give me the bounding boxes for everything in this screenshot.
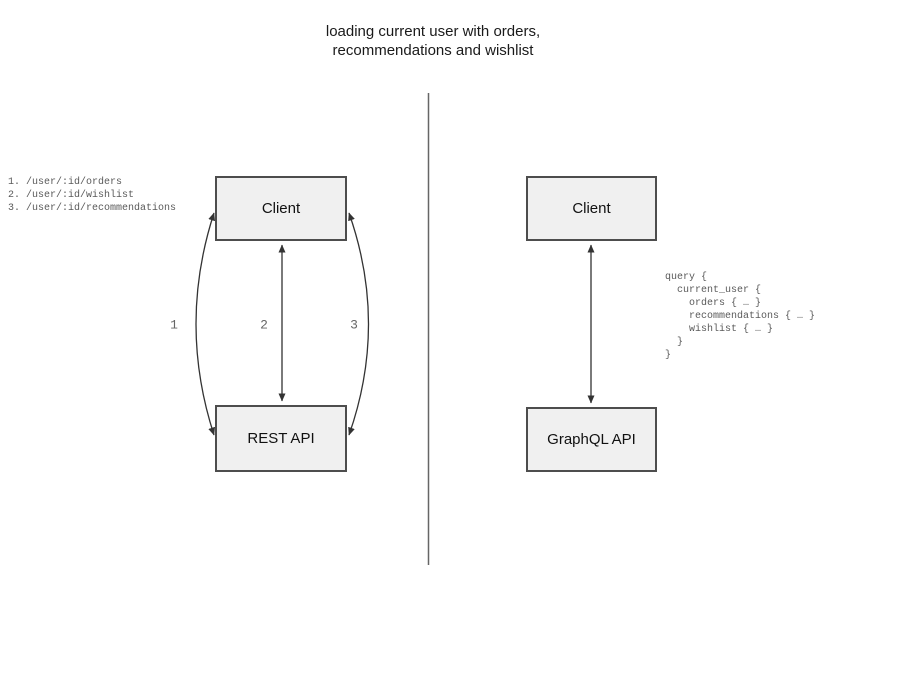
graphql-api-box: GraphQL API [526,407,657,472]
query-line: wishlist { … } [665,324,774,335]
graphql-query-block: query { current_user { orders { … } reco… [665,271,815,362]
query-line: } [665,337,684,348]
rest-endpoint-list: 1. /user/:id/orders 2. /user/:id/wishlis… [8,176,176,215]
title-line-2: recommendations and wishlist [332,42,534,59]
query-line: query { [665,272,708,283]
arrow-label-1: 1 [170,317,178,333]
rest-endpoint-orders: 1. /user/:id/orders [8,177,123,188]
diagram-title: loading current user with orders, recomm… [326,22,540,60]
title-line-1: loading current user with orders, [325,23,541,40]
arrow-label-2: 2 [260,317,268,333]
arrow-label-3: 3 [350,317,358,333]
rest-arrow-3 [348,212,370,436]
rest-api-box: REST API [215,405,347,472]
graphql-client-label: Client [572,200,611,217]
graphql-client-box: Client [526,176,657,241]
query-line: orders { … } [665,298,762,309]
rest-arrow-1 [195,212,216,436]
query-line: } [665,350,672,361]
rest-client-box: Client [215,176,347,241]
query-line: current_user { [665,285,762,296]
rest-endpoint-recommendations: 3. /user/:id/recommendations [8,203,177,214]
rest-api-label: REST API [247,430,315,447]
rest-endpoint-wishlist: 2. /user/:id/wishlist [8,190,135,201]
graphql-api-label: GraphQL API [547,431,636,448]
rest-client-label: Client [261,200,301,217]
query-line: recommendations { … } [665,311,816,322]
